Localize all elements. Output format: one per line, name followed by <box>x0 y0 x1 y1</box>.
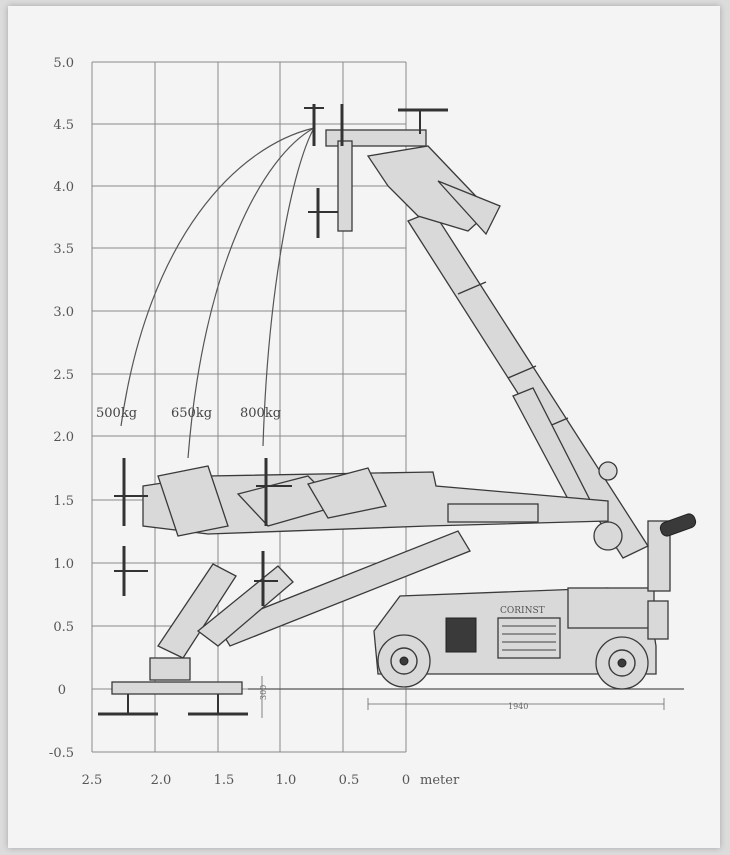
load-label-650kg: 650kg <box>171 406 212 421</box>
y-tick-label: -0.5 <box>49 746 74 761</box>
y-tick-label: 3.0 <box>53 305 74 320</box>
y-tick-label: 3.5 <box>53 242 74 257</box>
rear-guard <box>647 600 669 640</box>
mid-boom <box>114 458 609 596</box>
counterweight-post <box>647 520 671 592</box>
brand-label: CORINST <box>500 606 545 616</box>
crane-load-diagram: 5.0 4.5 4.0 3.5 3.0 2.5 2.0 1.5 1.0 0.5 … <box>49 56 697 788</box>
y-tick-label: 2.0 <box>53 430 74 445</box>
y-tick-label: 2.5 <box>53 368 74 383</box>
boom-pivot <box>593 521 623 551</box>
y-tick-label: 4.0 <box>53 180 74 195</box>
top-head <box>304 104 501 238</box>
x-tick-label: 2.0 <box>151 773 172 788</box>
diagram-sheet: 5.0 4.5 4.0 3.5 3.0 2.5 2.0 1.5 1.0 0.5 … <box>8 6 720 848</box>
y-tick-label: 1.5 <box>53 494 74 509</box>
load-label-800kg: 800kg <box>240 406 281 421</box>
y-tick-label: 0 <box>58 683 66 698</box>
ground-and-dimensions: 1940 300 <box>248 676 684 718</box>
x-axis-labels: 2.5 2.0 1.5 1.0 0.5 0 meter <box>82 773 460 788</box>
load-curves: 500kg 650kg 800kg <box>96 127 315 459</box>
y-tick-label: 5.0 <box>53 56 74 71</box>
x-unit-label: meter <box>420 773 460 788</box>
y-tick-label: 0.5 <box>53 620 74 635</box>
engine-cover <box>497 617 561 659</box>
side-panel <box>445 617 477 653</box>
height-dimension: 300 <box>259 685 268 700</box>
machine-base: CORINST <box>373 513 697 690</box>
load-curve-650kg <box>187 127 315 459</box>
y-axis-labels: 5.0 4.5 4.0 3.5 3.0 2.5 2.0 1.5 1.0 0.5 … <box>49 56 74 761</box>
rotator-head <box>366 145 491 232</box>
load-label-500kg: 500kg <box>96 406 137 421</box>
wheelbase-dimension: 1940 <box>508 702 528 711</box>
suction-frame-bottom <box>111 681 243 695</box>
x-tick-label: 2.5 <box>82 773 103 788</box>
lowered-boom <box>98 530 471 716</box>
x-tick-label: 0.5 <box>339 773 360 788</box>
x-tick-label: 1.5 <box>214 773 235 788</box>
y-tick-label: 1.0 <box>53 557 74 572</box>
load-curve-500kg <box>120 127 315 427</box>
x-tick-label: 0 <box>402 773 410 788</box>
y-tick-label: 4.5 <box>53 118 74 133</box>
x-tick-label: 1.0 <box>276 773 297 788</box>
operator-housing <box>567 587 655 629</box>
load-curve-800kg <box>262 127 315 447</box>
handle-grip <box>659 513 697 537</box>
